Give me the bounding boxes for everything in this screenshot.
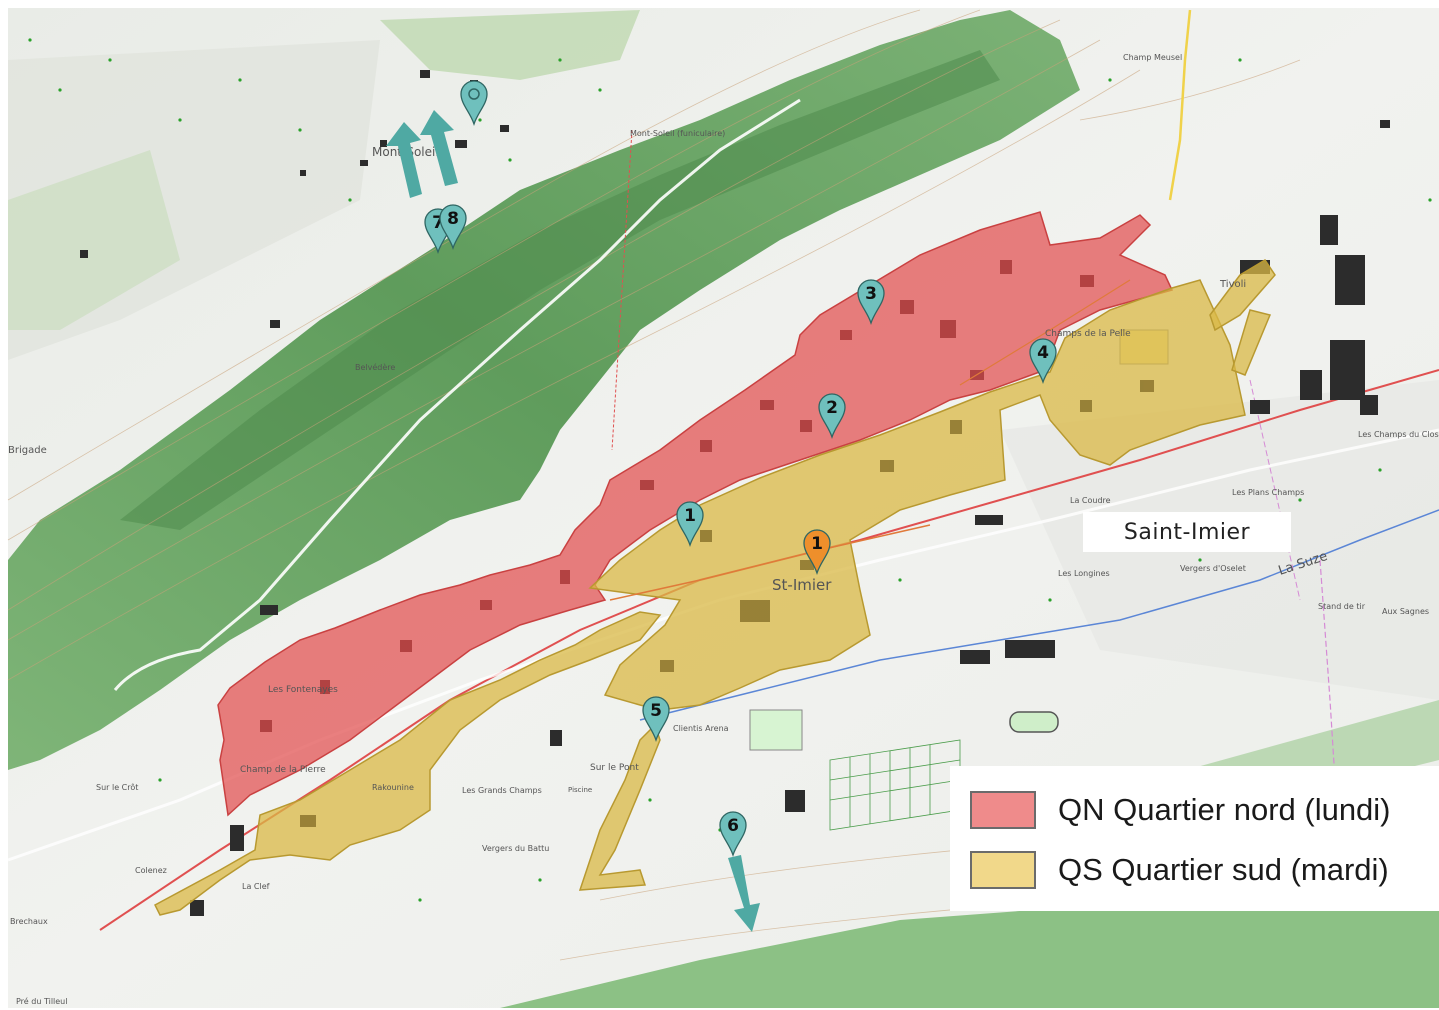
arrow-up-icon bbox=[420, 110, 458, 186]
map-pin-icon bbox=[676, 501, 704, 548]
arrow-up-icon bbox=[386, 122, 422, 198]
marker-number: 7 bbox=[432, 213, 444, 233]
label-vergers-du-battu: Vergers du Battu bbox=[482, 844, 549, 853]
label-sur-le-pont: Sur le Pont bbox=[590, 763, 639, 773]
label-la-coudre: La Coudre bbox=[1070, 496, 1111, 505]
label-piscine: Piscine bbox=[568, 786, 592, 794]
funicular-line bbox=[611, 129, 633, 451]
municipal-boundary bbox=[1249, 379, 1301, 601]
label-les-champs-du-clos: Les Champs du Clos bbox=[1358, 430, 1439, 439]
legend-item-quartier-nord: QN Quartier nord (lundi) bbox=[970, 780, 1439, 840]
marker-2[interactable]: 2 bbox=[818, 393, 846, 440]
tree-dots bbox=[28, 38, 1432, 902]
buildings-quartier-nord bbox=[260, 260, 1094, 732]
regional-road bbox=[1168, 9, 1192, 201]
zone-quartier-sud-east[interactable] bbox=[1209, 258, 1276, 332]
label-funiculaire: Mont-Soleil (funiculaire) bbox=[630, 129, 725, 138]
marker-number: 1 bbox=[811, 534, 823, 554]
label-st-imier: St-Imier bbox=[772, 576, 832, 594]
marker-1[interactable]: 1 bbox=[676, 501, 704, 548]
label-champ-meusel: Champ Meusel bbox=[1123, 53, 1182, 62]
legend: QN Quartier nord (lundi) QS Quartier sud… bbox=[950, 766, 1439, 911]
pasture-area bbox=[8, 150, 180, 330]
legend-swatch-south bbox=[970, 851, 1036, 889]
marker-number: 5 bbox=[650, 701, 662, 721]
buildings-tivoli bbox=[1240, 120, 1390, 415]
label-brechaux: Brechaux bbox=[10, 917, 48, 926]
pin-hole-icon bbox=[468, 88, 480, 100]
forest-lower bbox=[500, 880, 1439, 1008]
marker-4[interactable]: 4 bbox=[1029, 338, 1057, 385]
marker-number: 2 bbox=[826, 398, 838, 418]
map-pin-icon bbox=[642, 696, 670, 743]
river-la-suze bbox=[639, 509, 1439, 721]
label-les-plans-champs: Les Plans Champs bbox=[1232, 488, 1304, 497]
marker-number: 4 bbox=[1037, 343, 1049, 363]
running-track bbox=[1009, 711, 1059, 733]
label-tivoli: Tivoli bbox=[1219, 279, 1246, 290]
label-champ-de-la-pierre: Champ de la Pierre bbox=[240, 765, 326, 775]
zone-quartier-sud-west[interactable] bbox=[154, 611, 662, 916]
town-label: Saint-Imier bbox=[1083, 512, 1291, 552]
map-pin-icon bbox=[803, 529, 831, 576]
marker-3[interactable]: 3 bbox=[857, 279, 885, 326]
marker-1[interactable]: 1 bbox=[803, 529, 831, 576]
label-rakounine: Rakounine bbox=[372, 783, 414, 792]
zone-quartier-nord[interactable] bbox=[217, 211, 1174, 817]
legend-label-north: QN Quartier nord (lundi) bbox=[1058, 792, 1391, 827]
label-champs-de-la-pelle: Champs de la Pelle bbox=[1045, 329, 1131, 339]
label-belvedere: Belvédère bbox=[355, 362, 395, 372]
circle-pin-icon bbox=[460, 80, 488, 127]
marker-number: 3 bbox=[865, 284, 877, 304]
label-sur-le-crot: Sur le Crôt bbox=[96, 782, 138, 792]
zone-quartier-sud-south[interactable] bbox=[578, 723, 661, 891]
label-les-longines: Les Longines bbox=[1058, 569, 1110, 578]
label-brigade: Brigade bbox=[8, 445, 47, 456]
label-aux-sagnes: Aux Sagnes bbox=[1382, 607, 1429, 616]
legend-swatch-north bbox=[970, 791, 1036, 829]
label-les-grands-champs: Les Grands Champs bbox=[462, 786, 542, 795]
marker-5[interactable]: 5 bbox=[642, 696, 670, 743]
marker-number: 6 bbox=[727, 816, 739, 836]
zone-quartier-sud-east2[interactable] bbox=[1231, 309, 1272, 376]
marker-number: 1 bbox=[684, 506, 696, 526]
label-les-fontenayes: Les Fontenayes bbox=[268, 685, 338, 695]
arrow-down-icon bbox=[728, 855, 760, 932]
buildings-quartier-sud bbox=[300, 380, 1154, 827]
label-colenez: Colenez bbox=[135, 866, 167, 875]
buildings-scattered bbox=[190, 515, 1055, 916]
main-street bbox=[609, 524, 931, 601]
label-clientis-arena: Clientis Arena bbox=[673, 724, 729, 733]
map-pin-icon bbox=[857, 279, 885, 326]
label-la-clef: La Clef bbox=[242, 882, 270, 891]
legend-item-quartier-sud: QS Quartier sud (mardi) bbox=[970, 840, 1439, 900]
marker-8[interactable]: 8 bbox=[439, 204, 467, 251]
marker-viewpoint[interactable] bbox=[460, 80, 488, 127]
legend-label-south: QS Quartier sud (mardi) bbox=[1058, 852, 1389, 887]
map-pin-icon bbox=[439, 204, 467, 251]
map-pin-icon bbox=[818, 393, 846, 440]
label-pre-du-tilleul: Pré du Tilleul bbox=[16, 996, 67, 1006]
map-pin-icon bbox=[719, 811, 747, 858]
label-stand-de-tir: Stand de tir bbox=[1318, 602, 1366, 611]
main-street bbox=[959, 279, 1131, 386]
sports-field bbox=[749, 709, 803, 751]
marker-6[interactable]: 6 bbox=[719, 811, 747, 858]
pasture-area bbox=[380, 10, 640, 80]
mountain-road bbox=[113, 98, 801, 691]
map-pin-icon bbox=[1029, 338, 1057, 385]
marker-number: 8 bbox=[447, 209, 459, 229]
label-vergers-doselet: Vergers d'Oselet bbox=[1180, 564, 1246, 573]
